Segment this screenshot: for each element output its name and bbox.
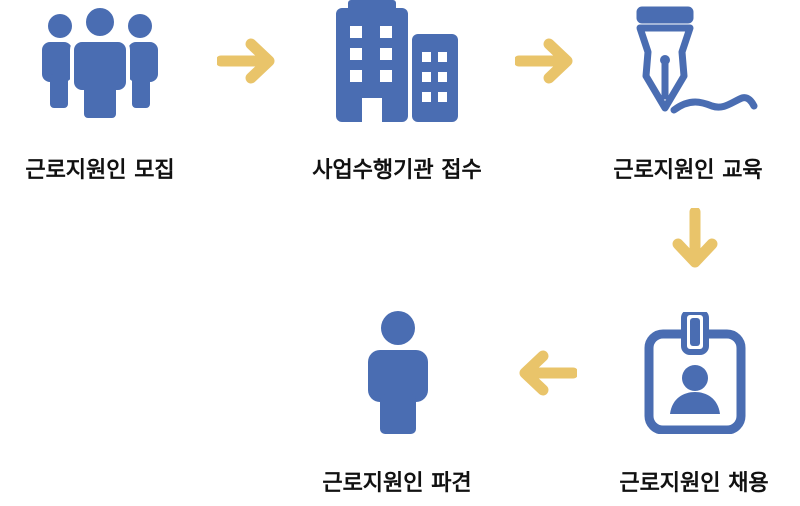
arrow-down-icon (672, 208, 718, 268)
step-label: 근로지원인 모집 (25, 158, 175, 183)
id-badge-icon (644, 312, 746, 434)
buildings-icon (336, 0, 458, 122)
group-icon (42, 4, 158, 118)
step-label: 근로지원인 채용 (619, 471, 769, 496)
step-label: 사업수행기관 접수 (312, 158, 482, 183)
step-label: 근로지원인 파견 (322, 471, 472, 496)
fountain-pen-icon (636, 6, 758, 114)
arrow-right-icon (217, 38, 275, 84)
person-icon (368, 311, 428, 434)
step-label: 근로지원인 교육 (613, 158, 763, 183)
arrow-left-icon (519, 350, 577, 396)
arrow-right-icon (515, 38, 573, 84)
